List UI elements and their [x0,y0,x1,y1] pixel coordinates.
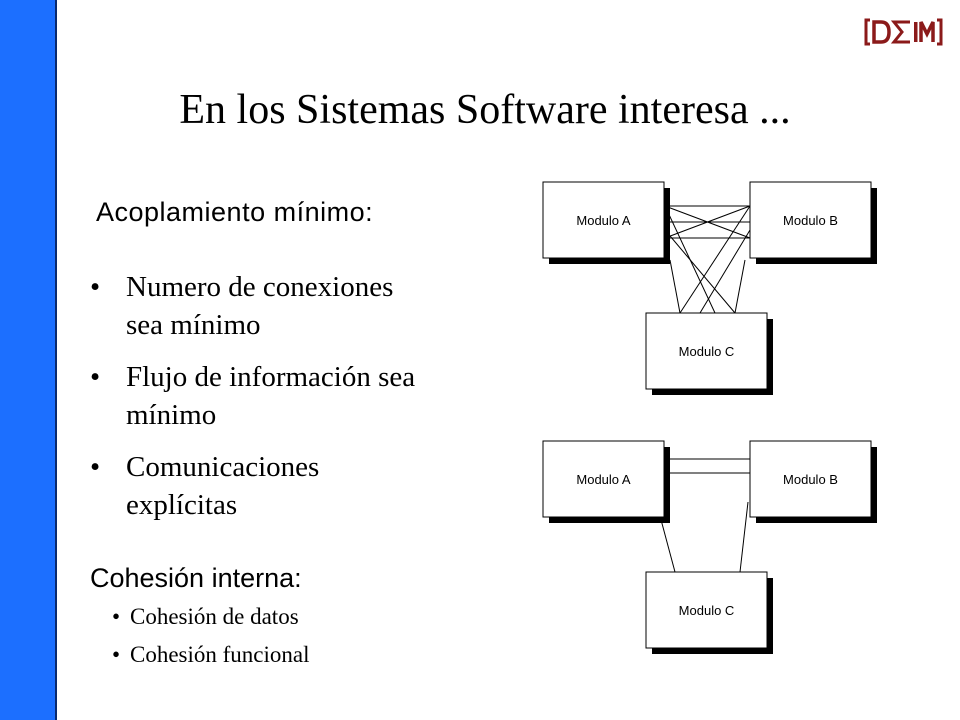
slide-title: En los Sistemas Software interesa ... [179,87,791,133]
slide-sidebar [0,0,55,720]
acoplamiento-list: • Numero de conexiones sea mínimo • Fluj… [90,268,510,538]
list-item-line2: sea mínimo [126,309,261,341]
list-item-line2: mínimo [126,399,217,431]
bullet-icon: • [90,361,101,393]
list-item: • Flujo de información sea mínimo [90,358,510,434]
bullet-icon: • [90,451,101,483]
module-b-label: Modulo B [783,472,838,487]
diagram-low-coupling: Modulo A Modulo B Modulo C [542,440,877,654]
list-item: • Numero de conexiones sea mínimo [90,268,510,344]
list-item-label: Cohesión de datos [130,604,299,629]
cohesion-heading: Cohesión interna: [90,563,302,593]
connection-lines [659,458,750,573]
bullet-icon: • [112,642,121,667]
cohesion-list: • Cohesión de datos • Cohesión funcional [112,603,432,679]
module-diagrams: Modulo A Modulo B Modulo C Modulo A Modu… [542,181,877,654]
module-c-label: Modulo C [679,344,735,359]
module-a-label: Modulo A [576,213,631,228]
module-b-label: Modulo B [783,213,838,228]
bullet-icon: • [112,604,121,629]
list-item-line1: Flujo de información sea [126,361,416,393]
diagram-high-coupling: Modulo A Modulo B Modulo C [542,181,877,395]
connection-lines [664,205,751,314]
dsim-logo [864,18,943,46]
list-item-line1: Numero de conexiones [126,271,394,303]
module-a-label: Modulo A [576,472,631,487]
bullet-icon: • [90,271,101,303]
list-item-line2: explícitas [126,489,238,521]
list-item: • Cohesión de datos [112,603,432,631]
list-item-line1: Comunicaciones [126,451,320,483]
module-c-label: Modulo C [679,603,735,618]
list-item-label: Cohesión funcional [130,642,310,667]
sidebar-edge [55,0,57,720]
list-item: • Cohesión funcional [112,641,432,669]
acoplamiento-heading: Acoplamiento mínimo: [96,197,374,227]
list-item: • Comunicaciones explícitas [90,448,510,524]
